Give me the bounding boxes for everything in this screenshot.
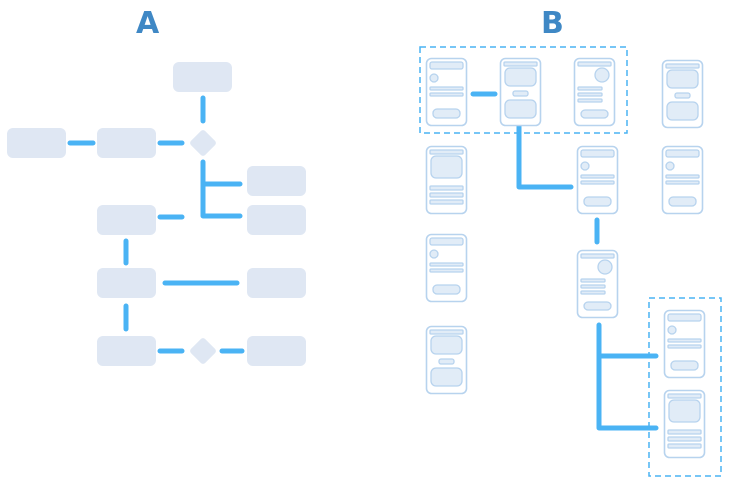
mobile-wireframe-icon: [576, 145, 619, 215]
group-outline-top: [419, 46, 628, 134]
mobile-wireframe-icon: [425, 325, 468, 395]
connector-screen6-group: [596, 322, 659, 431]
flow-block-step-2: [97, 205, 156, 235]
flow-block-branch-1: [247, 166, 306, 196]
mobile-wireframe-icon: [573, 57, 616, 127]
mobile-wireframe-icon: [661, 59, 704, 129]
panel-b-wireframe-flow: [419, 46, 722, 477]
mobile-wireframe-icon: [499, 57, 542, 127]
flow-block-step-1: [97, 128, 156, 158]
group-outline-bottom: [648, 297, 722, 477]
flow-block-branch-2: [247, 205, 306, 235]
mobile-wireframe-icon: [425, 145, 468, 215]
flow-block-top: [173, 62, 232, 92]
flow-block-step-3: [97, 268, 156, 298]
diamond-icon: [190, 338, 216, 364]
mobile-wireframe-icon: [425, 57, 468, 127]
flow-block-step-4: [97, 336, 156, 366]
connector-decision-branches: [200, 159, 243, 219]
flow-block-end: [247, 336, 306, 366]
flow-block-step-3-target: [247, 268, 306, 298]
diamond-icon: [190, 130, 216, 156]
mobile-wireframe-icon: [663, 309, 706, 379]
panel-a-label: A: [136, 6, 160, 41]
flow-block-start: [7, 128, 66, 158]
mobile-wireframe-icon: [661, 145, 704, 215]
panel-b-label: B: [541, 6, 564, 41]
panel-a-flowchart: [7, 62, 306, 366]
mobile-wireframe-icon: [425, 233, 468, 303]
mobile-wireframe-icon: [663, 389, 706, 459]
mobile-wireframe-icon: [576, 249, 619, 319]
connector-screen2-screen5: [516, 116, 574, 190]
